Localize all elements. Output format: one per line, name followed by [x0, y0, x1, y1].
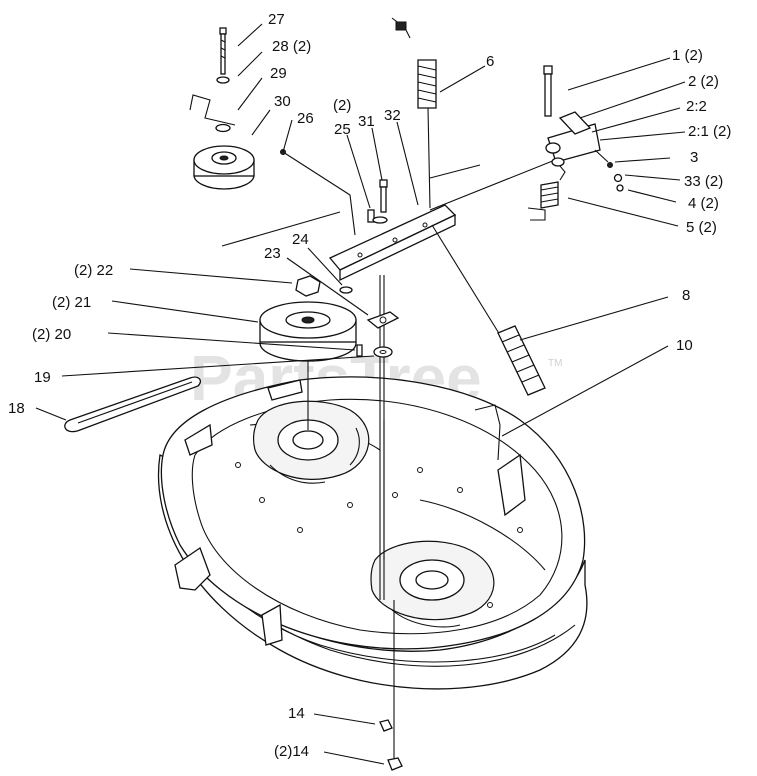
callout-24: 24 [292, 231, 309, 248]
callout-27: 27 [268, 11, 285, 28]
callout-1: 1 (2) [672, 47, 703, 64]
callout-4: 4 (2) [688, 195, 719, 212]
rod-part-26 [280, 149, 356, 236]
callout-28: 28 (2) [272, 38, 311, 55]
blade-pulley-assembly [259, 275, 357, 430]
callout-25: 25 [334, 121, 351, 138]
callout-3: 3 [690, 149, 698, 166]
leader-lines [35, 23, 686, 765]
callout-20: (2) 20 [32, 326, 71, 343]
callout-23: 23 [264, 245, 281, 262]
callout-31: 31 [358, 113, 375, 130]
callout-2-2: 2:2 [686, 98, 707, 115]
callout-14-qty: (2)14 [274, 743, 309, 760]
callout-22: (2) 22 [74, 262, 113, 279]
callout-8: 8 [682, 287, 690, 304]
callout-5: 5 (2) [686, 219, 717, 236]
spring-part-6 [391, 17, 437, 209]
callout-25-qty: (2) [333, 97, 351, 114]
callout-19: 19 [34, 369, 51, 386]
spring-part-8 [431, 224, 546, 396]
callout-30: 30 [274, 93, 291, 110]
callout-18: 18 [8, 400, 25, 417]
bottom-hardware [379, 600, 403, 771]
callout-2: 2 (2) [688, 73, 719, 90]
idler-arm-bracket [328, 179, 457, 600]
idler-assembly [189, 27, 341, 247]
callout-labels: 27 28 (2) 29 30 26 (2) 25 31 32 6 1 (2) … [8, 11, 731, 760]
callout-2-1: 2:1 (2) [688, 123, 731, 140]
mower-deck [157, 376, 588, 690]
belt-part-18 [64, 376, 202, 433]
spindle-hardware [339, 286, 400, 358]
callout-10: 10 [676, 337, 693, 354]
rod-part-10 [474, 404, 501, 461]
callout-14: 14 [288, 705, 305, 722]
callout-32: 32 [384, 107, 401, 124]
lift-bracket-assembly [527, 65, 624, 221]
callout-26: 26 [297, 110, 314, 127]
watermark-tm: TM [548, 358, 562, 369]
callout-21: (2) 21 [52, 294, 91, 311]
callout-6: 6 [486, 53, 494, 70]
callout-33: 33 (2) [684, 173, 723, 190]
callout-29: 29 [270, 65, 287, 82]
